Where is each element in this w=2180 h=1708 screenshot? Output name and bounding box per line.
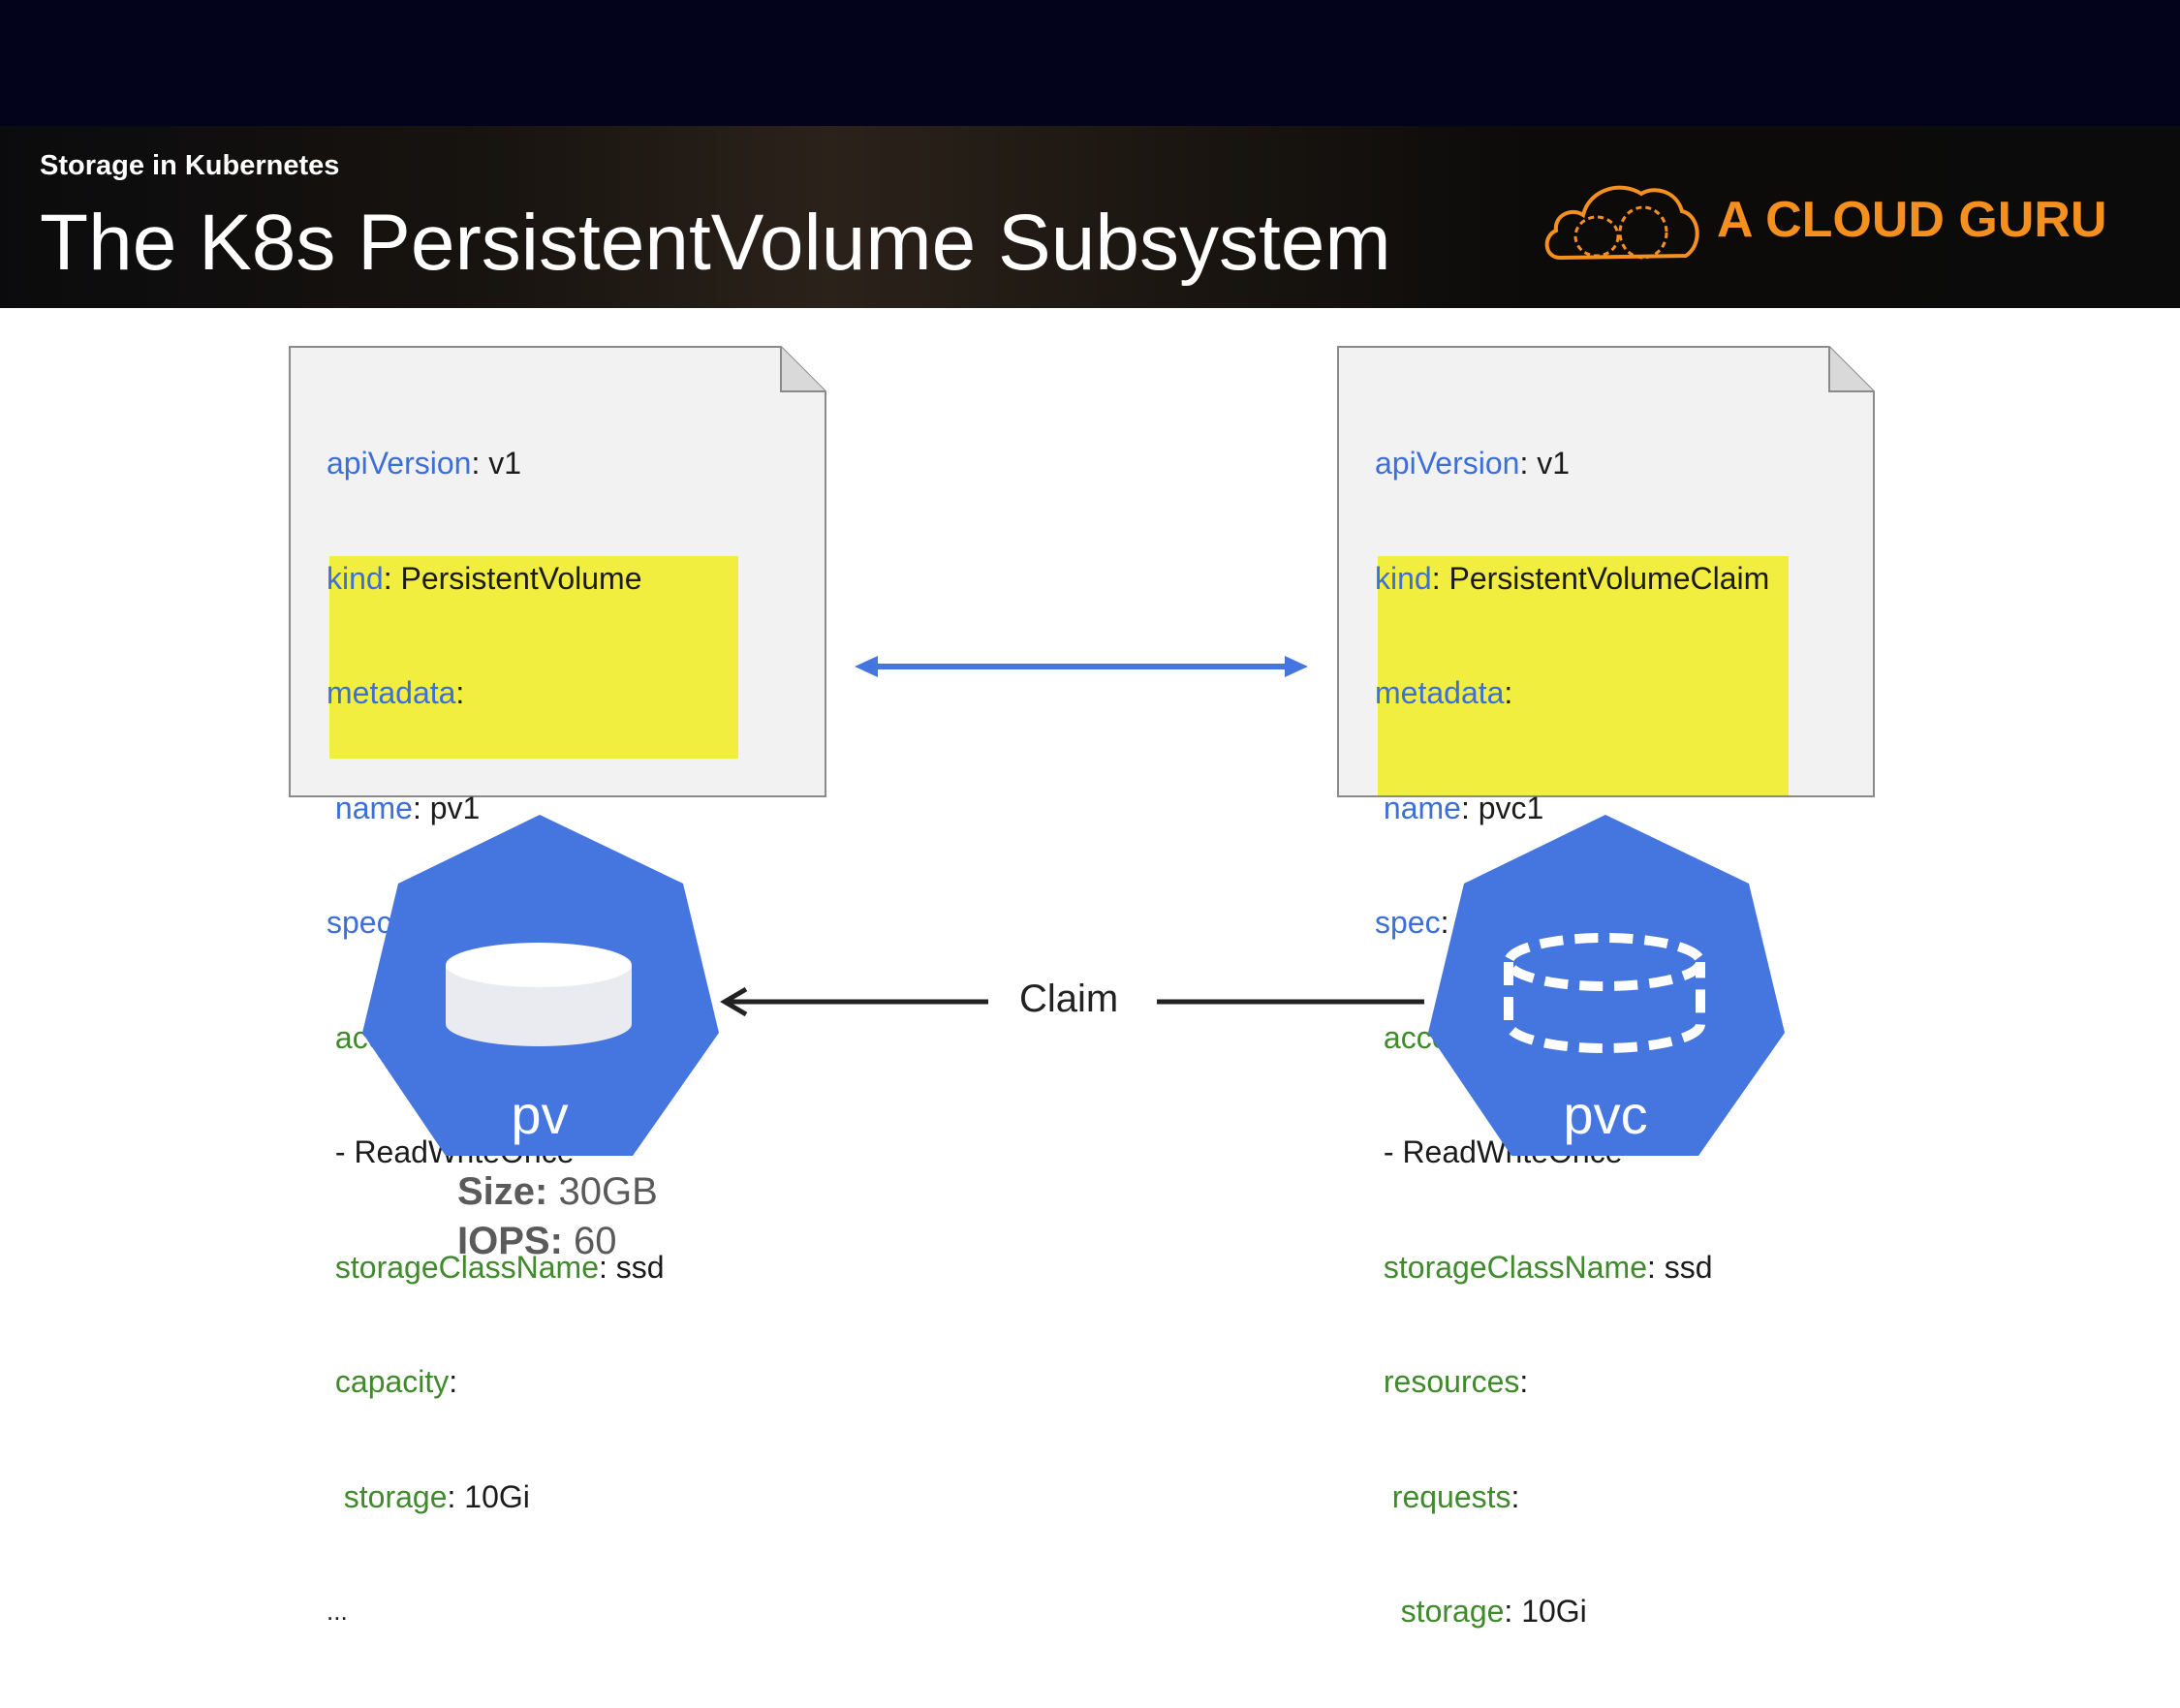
claim-arrow [720, 986, 1424, 1017]
pvc-spec-highlight [1378, 556, 1789, 795]
pv-iops: IOPS: 60 [457, 1220, 617, 1262]
code-line: capacity: [334, 1364, 458, 1399]
pv-manifest-doc: apiVersion: v1 kind: PersistentVolume me… [289, 346, 826, 1626]
code-line: storageClassName: ssd [1383, 1249, 1713, 1285]
code-line: resources: [1383, 1364, 1529, 1399]
bidirectional-arrow [855, 656, 1308, 677]
code-line: metadata: [327, 675, 465, 710]
claim-label: Claim [1019, 978, 1119, 1020]
section-kicker: Storage in Kubernetes [40, 150, 340, 181]
code-line: apiVersion: v1 [1375, 446, 1571, 481]
code-line: requests: [1391, 1478, 1520, 1514]
top-black-bar [0, 0, 2180, 126]
pv-spec-highlight [329, 556, 738, 759]
pvc-hexagon [1428, 815, 1785, 1156]
dashed-disk-icon [1504, 933, 1705, 1053]
pvc-label: pvc [1563, 1084, 1648, 1145]
code-line: storage: 10Gi [1400, 1594, 1587, 1629]
code-line: kind: PersistentVolume [327, 560, 642, 596]
pv-label: pv [511, 1084, 569, 1145]
code-line: name: pvc1 [1383, 790, 1544, 825]
code-line: apiVersion: v1 [327, 446, 522, 481]
slide-title: The K8s PersistentVolume Subsystem [40, 199, 1391, 287]
code-line: ... [327, 1597, 348, 1626]
code-line: spec: [1375, 905, 1449, 940]
code-line: metadata: [1375, 675, 1513, 710]
header-banner [0, 126, 2180, 308]
brand-name: A CLOUD GURU [1717, 192, 2107, 248]
code-line: storage: 10Gi [343, 1478, 530, 1514]
code-line: name: pv1 [334, 790, 481, 825]
pv-size: Size: 30GB [457, 1170, 658, 1213]
disk-icon [446, 943, 632, 1046]
relationship-diagram [362, 656, 1785, 1156]
cloud-icon [1544, 185, 1699, 261]
code-line: storageClassName: ssd [334, 1249, 665, 1285]
code-line: kind: PersistentVolumeClaim [1375, 560, 1770, 596]
pv-specs: Size: 30GB IOPS: 60 [457, 1167, 658, 1266]
